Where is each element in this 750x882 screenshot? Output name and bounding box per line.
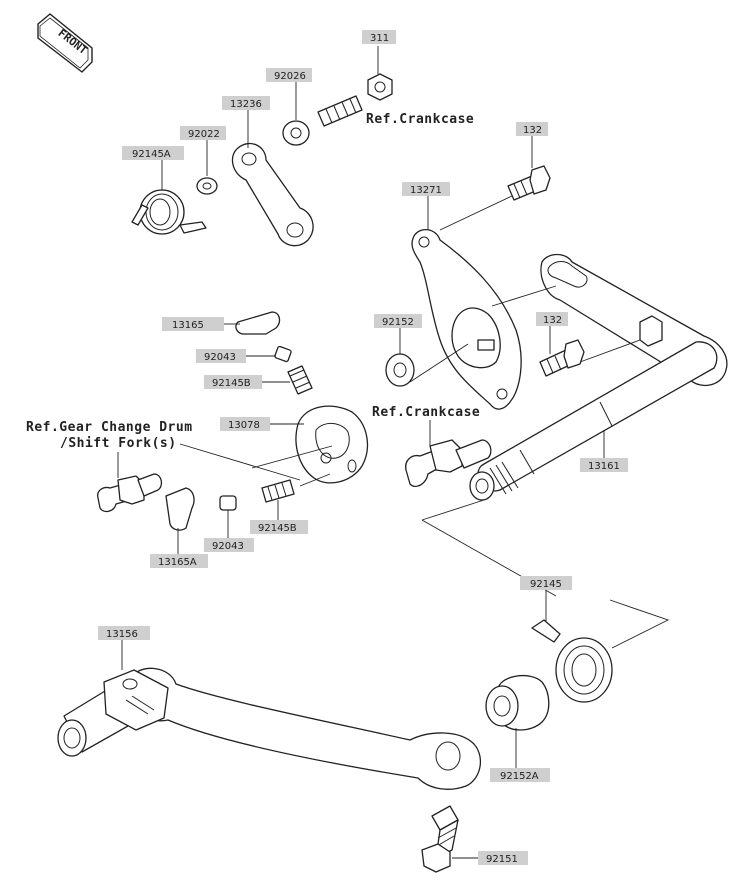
nut-311 <box>367 73 393 101</box>
stud-bolt-top <box>317 95 363 127</box>
label-13271: 13271 <box>410 185 442 196</box>
washer-92152 <box>385 353 415 387</box>
front-direction-badge: FRONT <box>37 13 93 73</box>
label-92043-lower: 92043 <box>212 541 244 552</box>
spring-92145a <box>131 189 207 235</box>
stud-ref-gear-drum <box>97 473 163 513</box>
ref-gear-drum-line2: /Shift Fork(s) <box>60 436 177 451</box>
shift-shaft-13161 <box>469 253 728 501</box>
spring-92145b-lower <box>261 479 295 503</box>
stud-ref-crankcase-mid <box>405 439 492 488</box>
label-13165: 13165 <box>172 320 204 331</box>
pin-92043-upper <box>274 345 292 363</box>
label-92043-upper: 92043 <box>204 352 236 363</box>
label-92152: 92152 <box>382 317 414 328</box>
label-13161: 13161 <box>588 461 620 472</box>
label-132-upper: 132 <box>523 125 542 136</box>
ref-crankcase-top: Ref.Crankcase <box>366 112 474 127</box>
spring-92145 <box>531 619 613 703</box>
pawl-13165 <box>235 311 281 335</box>
plate-13271 <box>411 229 522 410</box>
label-13236: 13236 <box>230 99 262 110</box>
ref-gear-drum-line1: Ref.Gear Change Drum <box>26 420 193 435</box>
collar-92152a <box>485 674 550 731</box>
pin-92043-lower <box>219 495 237 511</box>
label-311: 311 <box>370 33 389 44</box>
label-92145b-lower: 92145B <box>258 523 297 534</box>
label-132-lower: 132 <box>543 315 562 326</box>
bolt-132-lower <box>539 339 585 377</box>
label-92152a: 92152A <box>500 771 539 782</box>
label-92145b-upper: 92145B <box>212 378 251 389</box>
label-92145a: 92145A <box>132 149 171 160</box>
label-92145: 92145 <box>530 579 562 590</box>
label-13078: 13078 <box>228 420 260 431</box>
washer-92022 <box>196 177 218 195</box>
bolt-132-upper <box>507 165 551 201</box>
washer-92026 <box>282 120 310 146</box>
lever-13236 <box>231 143 314 247</box>
shift-pedal-13156 <box>57 667 482 790</box>
pawl-13165a <box>165 487 195 531</box>
ref-crankcase-mid: Ref.Crankcase <box>372 405 480 420</box>
bolt-92151 <box>421 805 459 873</box>
label-92151: 92151 <box>486 854 518 865</box>
label-92026: 92026 <box>274 71 306 82</box>
label-92022: 92022 <box>188 129 220 140</box>
spring-92145b-upper <box>287 365 313 395</box>
label-13165a: 13165A <box>158 557 197 568</box>
shift-mechanism-13078 <box>295 405 369 484</box>
label-13156: 13156 <box>106 629 138 640</box>
